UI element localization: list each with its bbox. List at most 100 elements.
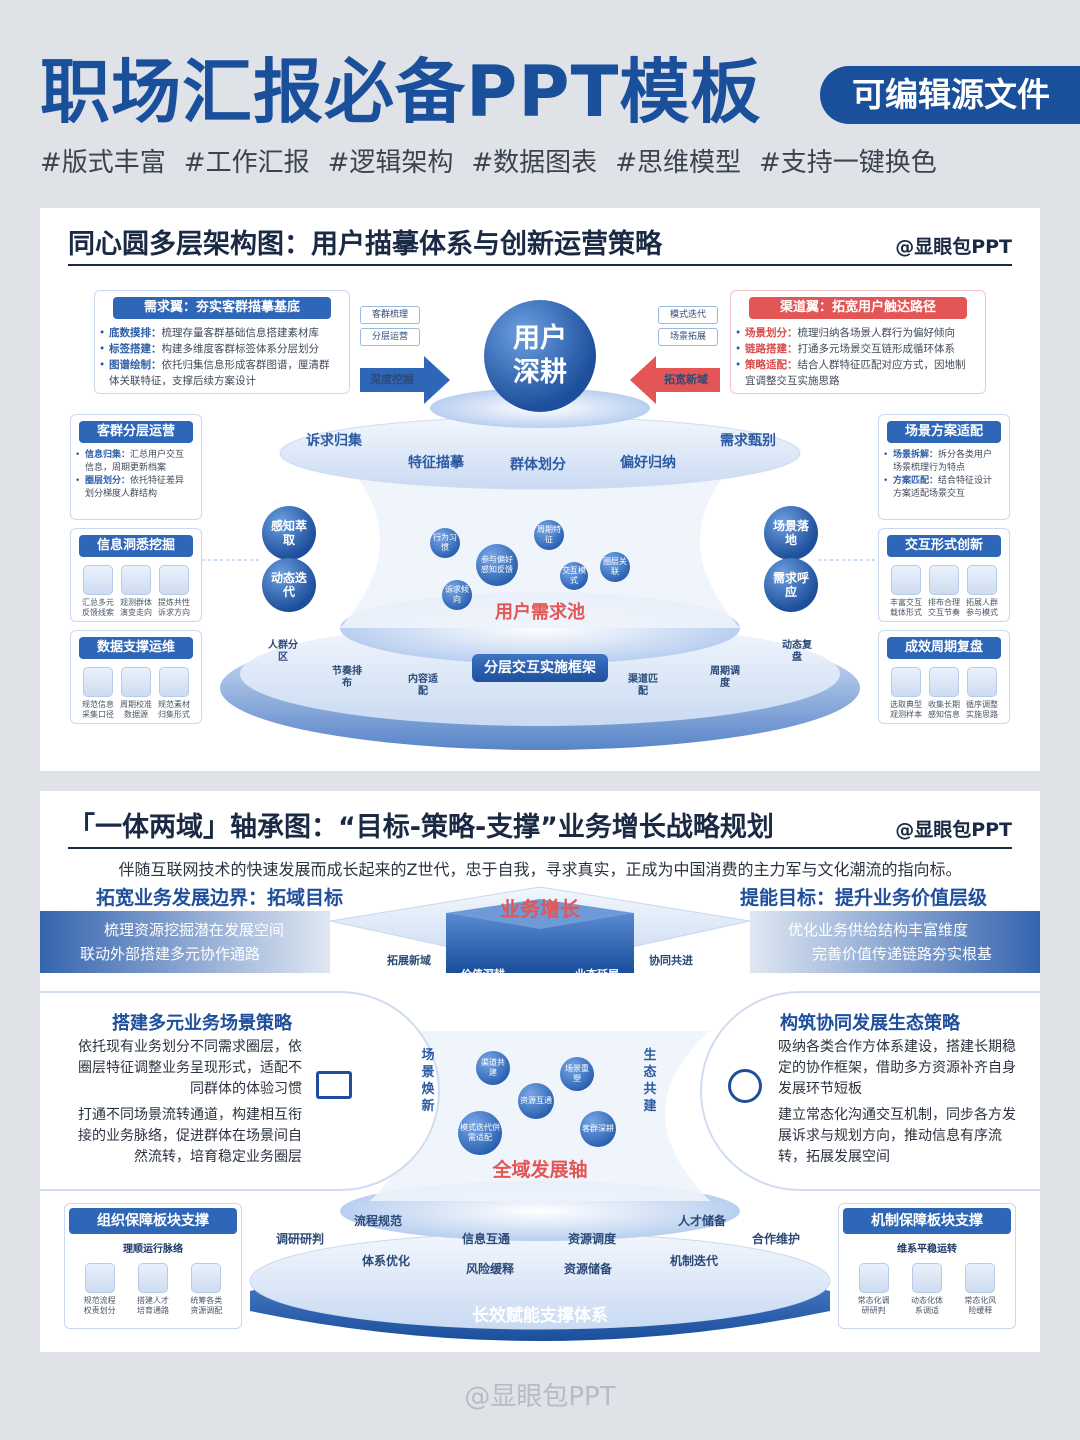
tag-list: #版式丰富 #工作汇报 #逻辑架构 #数据图表 #思维模型 #支持一键换色 — [40, 142, 937, 179]
icon-tile: 规范流程权责划分 — [82, 1263, 118, 1316]
network-icon — [728, 1069, 762, 1103]
icon-tile: 提炼共性诉求方向 — [156, 565, 192, 618]
process-icon — [84, 1263, 115, 1293]
bullet-item: 方案匹配：结合特征设计方案适配场景交互 — [879, 475, 1009, 501]
bubble: 诉求倾向 — [442, 580, 472, 610]
icon-tile: 观测群体演变走向 — [118, 565, 154, 618]
side-orb: 场景落地 — [764, 506, 818, 560]
panel-author: @显眼包PPT — [895, 236, 1012, 258]
bullet-item: 标签搭建：构建多维度客群标签体系分层划分 — [95, 341, 349, 357]
ring-label: 调研研判 — [275, 1232, 324, 1246]
side-orb: 动态迭代 — [262, 558, 316, 612]
box-heading: 数据支撑运维 — [79, 637, 193, 659]
arrow-label: 拓宽新域 — [664, 373, 708, 386]
icon-tile: 规范信息采集口径 — [80, 667, 116, 720]
ring-label: 资源储备 — [563, 1262, 612, 1276]
ring-tab: 偏好归纳 — [620, 455, 676, 471]
axis-label: 全域发展轴 — [492, 1159, 588, 1181]
ring-label: 风险缓释 — [465, 1262, 514, 1276]
channel-wing-box: 渠道翼：拓宽用户触达路径 场景划分：梳理归纳各场景人群行为偏好倾向 链路搭建：打… — [730, 290, 986, 394]
tag-pill: 模式迭代 — [658, 306, 718, 324]
icon-tile: 动态化体系调适 — [909, 1263, 945, 1316]
top-label: 价值深耕 — [461, 968, 505, 981]
left-side-box: 信息洞悉挖掘 汇总多元反馈线索 观测群体演变走向 提炼共性诉求方向 — [70, 528, 202, 622]
title-divider — [68, 264, 1012, 266]
ecology-build-label: 生态共建 — [643, 1048, 657, 1114]
bubble: 渠道共建 — [476, 1051, 510, 1085]
tag-pill: 客群梳理 — [360, 306, 420, 324]
inbox-icon — [929, 667, 959, 697]
bubble: 行为习惯 — [430, 528, 460, 558]
left-goal-heading: 拓宽业务发展边界：拓域目标 — [96, 887, 344, 909]
bubble: 模式迭代供需适配 — [458, 1111, 502, 1155]
page-title: 职场汇报必备PPT模板 — [40, 51, 762, 133]
watermark: @显眼包PPT — [464, 1382, 616, 1412]
schedule-icon — [929, 565, 959, 595]
box-heading: 组织保障板块支撑 — [69, 1208, 237, 1234]
tag: #工作汇报 — [183, 148, 310, 178]
business-growth-label: 业务增长 — [500, 897, 580, 921]
left-goal-line: 联动外部搭建多元协作通路 — [80, 945, 261, 963]
right-goal-line: 完善价值传递链路夯实根基 — [812, 945, 993, 963]
bubble: 场景重塑 — [560, 1057, 594, 1091]
box-subheading: 维系平稳运转 — [897, 1244, 957, 1255]
left-goal-band — [40, 911, 330, 973]
feedback-icon — [83, 565, 113, 595]
right-side-box: 交互形式创新 丰富交互载体形式 排布合理交互节奏 拓展人群参与模式 — [878, 528, 1010, 622]
left-goal-line: 梳理资源挖掘潜在发展空间 — [104, 921, 285, 939]
bullet-item: 底数摸排：梳理存量客群基础信息搭建素材库 — [95, 325, 349, 341]
ring-label: 信息互通 — [461, 1232, 510, 1246]
bubble: 资源互通 — [518, 1083, 554, 1119]
center-orb: 用户深耕 — [484, 300, 596, 412]
chat-icon — [891, 565, 921, 595]
icon-tile: 排布合理交互节奏 — [926, 565, 962, 618]
ring-label: 体系优化 — [361, 1254, 410, 1268]
box-subheading: 理顺运行脉络 — [123, 1244, 183, 1255]
icon-tile: 汇总多元反馈线索 — [80, 565, 116, 618]
left-strategy-text: 依托现有业务划分不同需求圈层，依圈层特征调整业务呈现形式，适配不同群体的体验习惯 — [78, 1039, 302, 1097]
clipboard-icon — [83, 667, 113, 697]
ring-label: 流程规范 — [353, 1214, 402, 1228]
panel-title: 同心圆多层架构图：用户描摹体系与创新运营策略 — [68, 229, 662, 260]
side-orb: 感知萃取 — [262, 506, 316, 560]
base-label: 动态复盘 — [782, 640, 812, 663]
resource-icon — [191, 1263, 222, 1293]
icon-tile: 常态化调研研判 — [856, 1263, 892, 1316]
icon-tile: 循序调整实施思路 — [964, 667, 1000, 720]
trend-icon — [121, 565, 151, 595]
icon-tile: 规范素材归集形式 — [156, 667, 192, 720]
panel-description: 伴随互联网技术的快速发展而成长起来的Z世代，忠于自我，寻求真实，正成为中国消费的… — [118, 860, 962, 879]
left-strategy-text: 打通不同场景流转通道，构建相互衔接的业务脉络，促进群体在场景间自然流转，培育稳定… — [78, 1107, 302, 1165]
icon-tile: 选取典型观测样本 — [888, 667, 924, 720]
adjust-icon — [911, 1263, 942, 1293]
bubble: 圈层关联 — [600, 552, 630, 582]
box-heading: 需求翼：夯实客群描摹基底 — [113, 297, 331, 319]
right-goal-heading: 提能目标：提升业务价值层级 — [740, 887, 988, 909]
talent-icon — [137, 1263, 168, 1293]
title-divider — [68, 847, 1012, 849]
bullet-item: 信息归集：汇总用户交互信息，周期更新档案 — [71, 449, 201, 475]
framework-label: 分层交互实施框架 — [472, 654, 608, 682]
base-label: 渠道匹配 — [628, 674, 658, 697]
base-label: 节奏排布 — [332, 666, 362, 689]
arrow-label: 深度挖掘 — [370, 373, 414, 386]
tag: #数据图表 — [471, 148, 598, 178]
box-heading: 客群分层运营 — [79, 421, 193, 443]
right-side-box: 场景方案适配 场景拆解：拆分各类用户场景梳理行为特点 方案匹配：结合特征设计方案… — [878, 414, 1010, 520]
concentric-architecture-panel: 同心圆多层架构图：用户描摹体系与创新运营策略 @显眼包PPT 需求翼：夯实客群描… — [40, 208, 1040, 771]
left-side-box: 数据支撑运维 规范信息采集口径 周期校准数据源 规范素材归集形式 — [70, 630, 202, 724]
right-goal-band — [750, 911, 1040, 973]
panel-title: 「一体两域」轴承图：“目标-策略-支撑”业务增长战略规划 — [68, 812, 774, 843]
bubble: 客群深耕 — [580, 1111, 616, 1147]
box-heading: 交互形式创新 — [887, 535, 1001, 557]
bullet-item: 场景划分：梳理归纳各场景人群行为偏好倾向 — [731, 325, 985, 341]
tag: #思维模型 — [615, 148, 741, 178]
ring-label: 资源调度 — [567, 1232, 616, 1246]
icon-tile: 周期校准数据源 — [118, 667, 154, 720]
research-icon — [858, 1263, 889, 1293]
bubble: 参与偏好感知反馈 — [476, 544, 518, 586]
box-heading: 信息洞悉挖掘 — [79, 535, 193, 557]
ring-tab: 特征描摹 — [408, 455, 464, 471]
icon-tile: 统筹各类资源调配 — [188, 1263, 224, 1316]
bullet-item: 场景拆解：拆分各类用户场景梳理行为特点 — [879, 449, 1009, 475]
